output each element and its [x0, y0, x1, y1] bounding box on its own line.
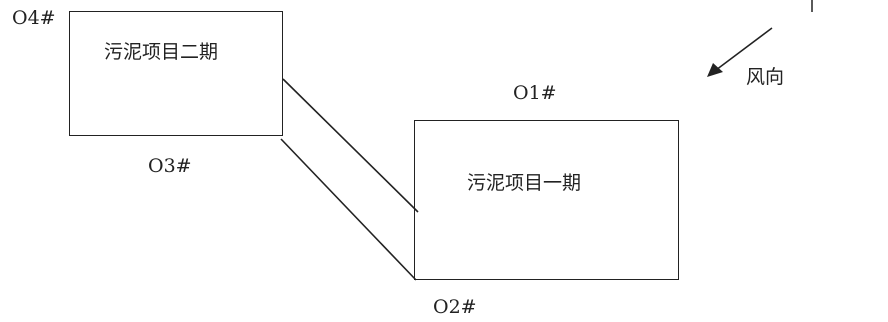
area-phase1-label: 污泥项目一期	[467, 172, 582, 194]
connector-line-lower	[280, 138, 417, 281]
area-phase2-box	[69, 11, 283, 136]
monitoring-point-1: O1#	[513, 82, 557, 104]
area-phase1-box	[414, 120, 679, 280]
monitoring-point-3: O3#	[148, 155, 192, 177]
monitoring-point-2: O2#	[433, 296, 477, 318]
wind-direction-label: 风向	[746, 66, 785, 88]
monitoring-point-4: O4#	[12, 7, 56, 29]
wind-direction-arrow-icon	[707, 27, 773, 77]
area-phase2-label: 污泥项目二期	[104, 41, 219, 63]
connector-line-upper	[282, 78, 419, 213]
